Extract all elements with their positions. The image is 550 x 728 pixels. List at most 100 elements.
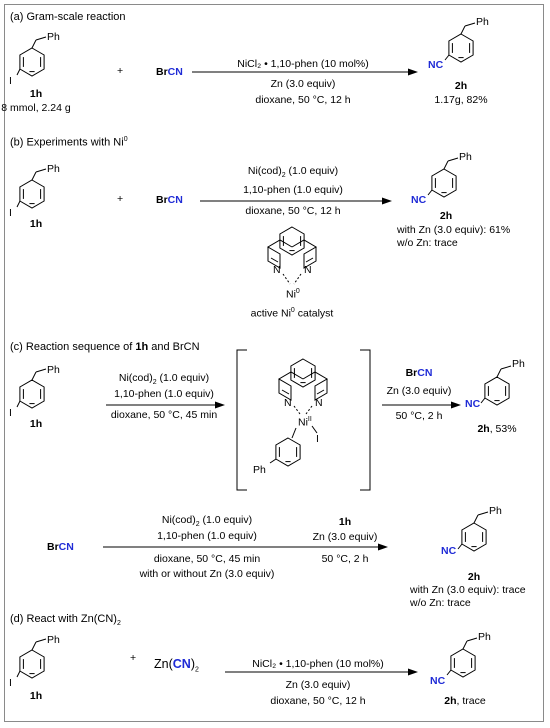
b-cond-1-main: Ni(cod) [247,165,282,177]
b-product-label: 2h [439,210,453,222]
b-condition-1: Ni(cod)2 (1.0 equiv) [248,165,338,182]
c-seq2-cond-3: dioxane, 50 °C, 45 min [153,553,261,565]
b-complex-ni-text: Ni [286,288,296,301]
c-seq2-cond-2: 1,10-phen (1.0 equiv) [157,530,257,542]
b-reactant-structure [16,168,47,209]
c-step2-cond-2: 50 °C, 2 h [395,410,443,422]
b-phenanthroline-ni0 [267,226,317,285]
c-product-structure [480,365,512,406]
section-c-header: (c) Reaction sequence of 1h and BrCN [10,341,200,353]
d-condition-1: NiCl₂ • 1,10-phen (10 mol%) [252,658,384,670]
d-reactant-label: 1h [29,690,43,702]
c-seq2-cond-1-sub: 2 [195,521,200,529]
a-condition-1: NiCl₂ • 1,10-phen (10 mol%) [237,58,369,70]
section-b-header: (b) Experiments with Ni0 [10,134,128,149]
a-product-structure [444,22,476,63]
d-product-ph: Ph [478,631,491,643]
b-reactant-label: 1h [29,218,43,230]
d-reagent-sub: 2 [194,666,199,674]
b-header-sup: 0 [123,136,128,143]
c-seq2-step2-2: Zn (3.0 equiv) [312,531,378,543]
c-step2-cond-1: Zn (3.0 equiv) [386,385,452,397]
c-int-n1: N [284,397,292,409]
b-condition-2: 1,10-phen (1.0 equiv) [243,184,343,196]
a-condition-2: Zn (3.0 equiv) [270,78,336,90]
c-int-ni-text: Ni [298,416,308,429]
b-cond-1-tail: (1.0 equiv) [285,165,339,177]
c-seq2-product-structure [457,511,489,552]
c-seq2-product-label: 2h [467,571,481,583]
c-seq2-reagent-cn: CN [58,541,74,553]
c-product-label-bold: 2h [477,423,490,435]
b-reagent-br: Br [156,194,168,206]
d-header-text: (d) React with Zn(CN) [10,613,117,625]
d-plus: + [130,652,137,664]
a-product-ph: Ph [476,16,489,28]
c-step2-reagent: BrCN [406,367,433,379]
a-reactant-i: I [9,75,12,87]
c-product-nc: NC [465,398,481,410]
c-int-n2: N [315,397,323,409]
b-reactant-i: I [9,207,12,219]
a-plus: + [117,65,124,77]
c-seq2-step2-3: 50 °C, 2 h [321,553,369,565]
b-catalyst-tail: catalyst [294,307,334,320]
a-reagent-cn: CN [167,66,183,78]
c-step1-cond-1-tail: (1.0 equiv) [156,372,210,384]
b-complex-n2: N [304,264,312,276]
b-catalyst-text: active Ni [250,307,291,320]
c-step1-cond-1: Ni(cod)2 (1.0 equiv) [119,372,209,389]
c-step1-arrow [106,401,225,409]
b-complex-ni-sup: 0 [295,288,300,295]
section-a-header: (a) Gram-scale reaction [10,11,126,23]
c-header-tail: and BrCN [148,341,200,353]
b-plus: + [117,193,124,205]
d-reactant-i: I [9,677,12,689]
c-int-i: I [316,433,319,445]
b-reactant-ph: Ph [47,163,60,175]
d-header-sub: 2 [116,620,121,628]
b-product-nc: NC [411,194,427,206]
d-reactant-ph: Ph [47,634,60,646]
a-reactant-label: 1h [29,88,43,100]
d-product-tail: , trace [456,695,486,707]
a-reagent-br: Br [156,66,168,78]
b-cond-1-sub: 2 [281,172,286,180]
c-reactant-ph: Ph [47,364,60,376]
c-step1-cond-1-main: Ni(cod) [118,372,153,384]
c-int-ni-sup: II [307,416,312,423]
d-reagent-zn: Zn( [154,657,173,671]
b-complex-ni: Ni0 [286,286,300,301]
b-product-structure [427,157,459,198]
a-reactant-amount: 8 mmol, 2.24 g [1,102,71,114]
b-condition-3: dioxane, 50 °C, 12 h [245,205,341,217]
figure-frame [4,4,544,722]
d-arrow [225,668,418,676]
d-product-caption: 2h, trace [444,695,485,707]
c-reactant-label: 1h [29,418,43,430]
c-reactant-structure [16,368,47,409]
b-catalyst-sup: 0 [290,307,295,314]
c-int-ph: Ph [253,464,266,476]
c-product-yield: , 53% [489,423,517,435]
c-seq2-result-2: w/o Zn: trace [410,597,471,609]
a-reagent: BrCN [156,66,183,78]
a-arrow [192,68,418,76]
c-product-ph: Ph [512,358,525,370]
c-step1-cond-2: 1,10-phen (1.0 equiv) [114,388,214,400]
c-step2-reagent-br: Br [405,367,418,379]
c-seq2-cond-4: with or without Zn (3.0 equiv) [139,568,275,580]
c-step1-cond-1-sub: 2 [152,379,157,387]
c-product-label: 2h, 53% [477,423,516,435]
d-product-nc: NC [430,675,446,687]
d-condition-2: Zn (3.0 equiv) [285,679,351,691]
a-reactant-ph: Ph [47,31,60,43]
b-product-ph: Ph [459,151,472,163]
c-seq2-reagent: BrCN [47,541,74,553]
c-int-ni: NiII [298,414,312,429]
c-step2-reagent-cn: CN [417,367,433,379]
a-product-label: 2h [454,80,468,92]
c-seq2-product-ph: Ph [489,505,502,517]
c-intermediate-structure [269,358,328,467]
